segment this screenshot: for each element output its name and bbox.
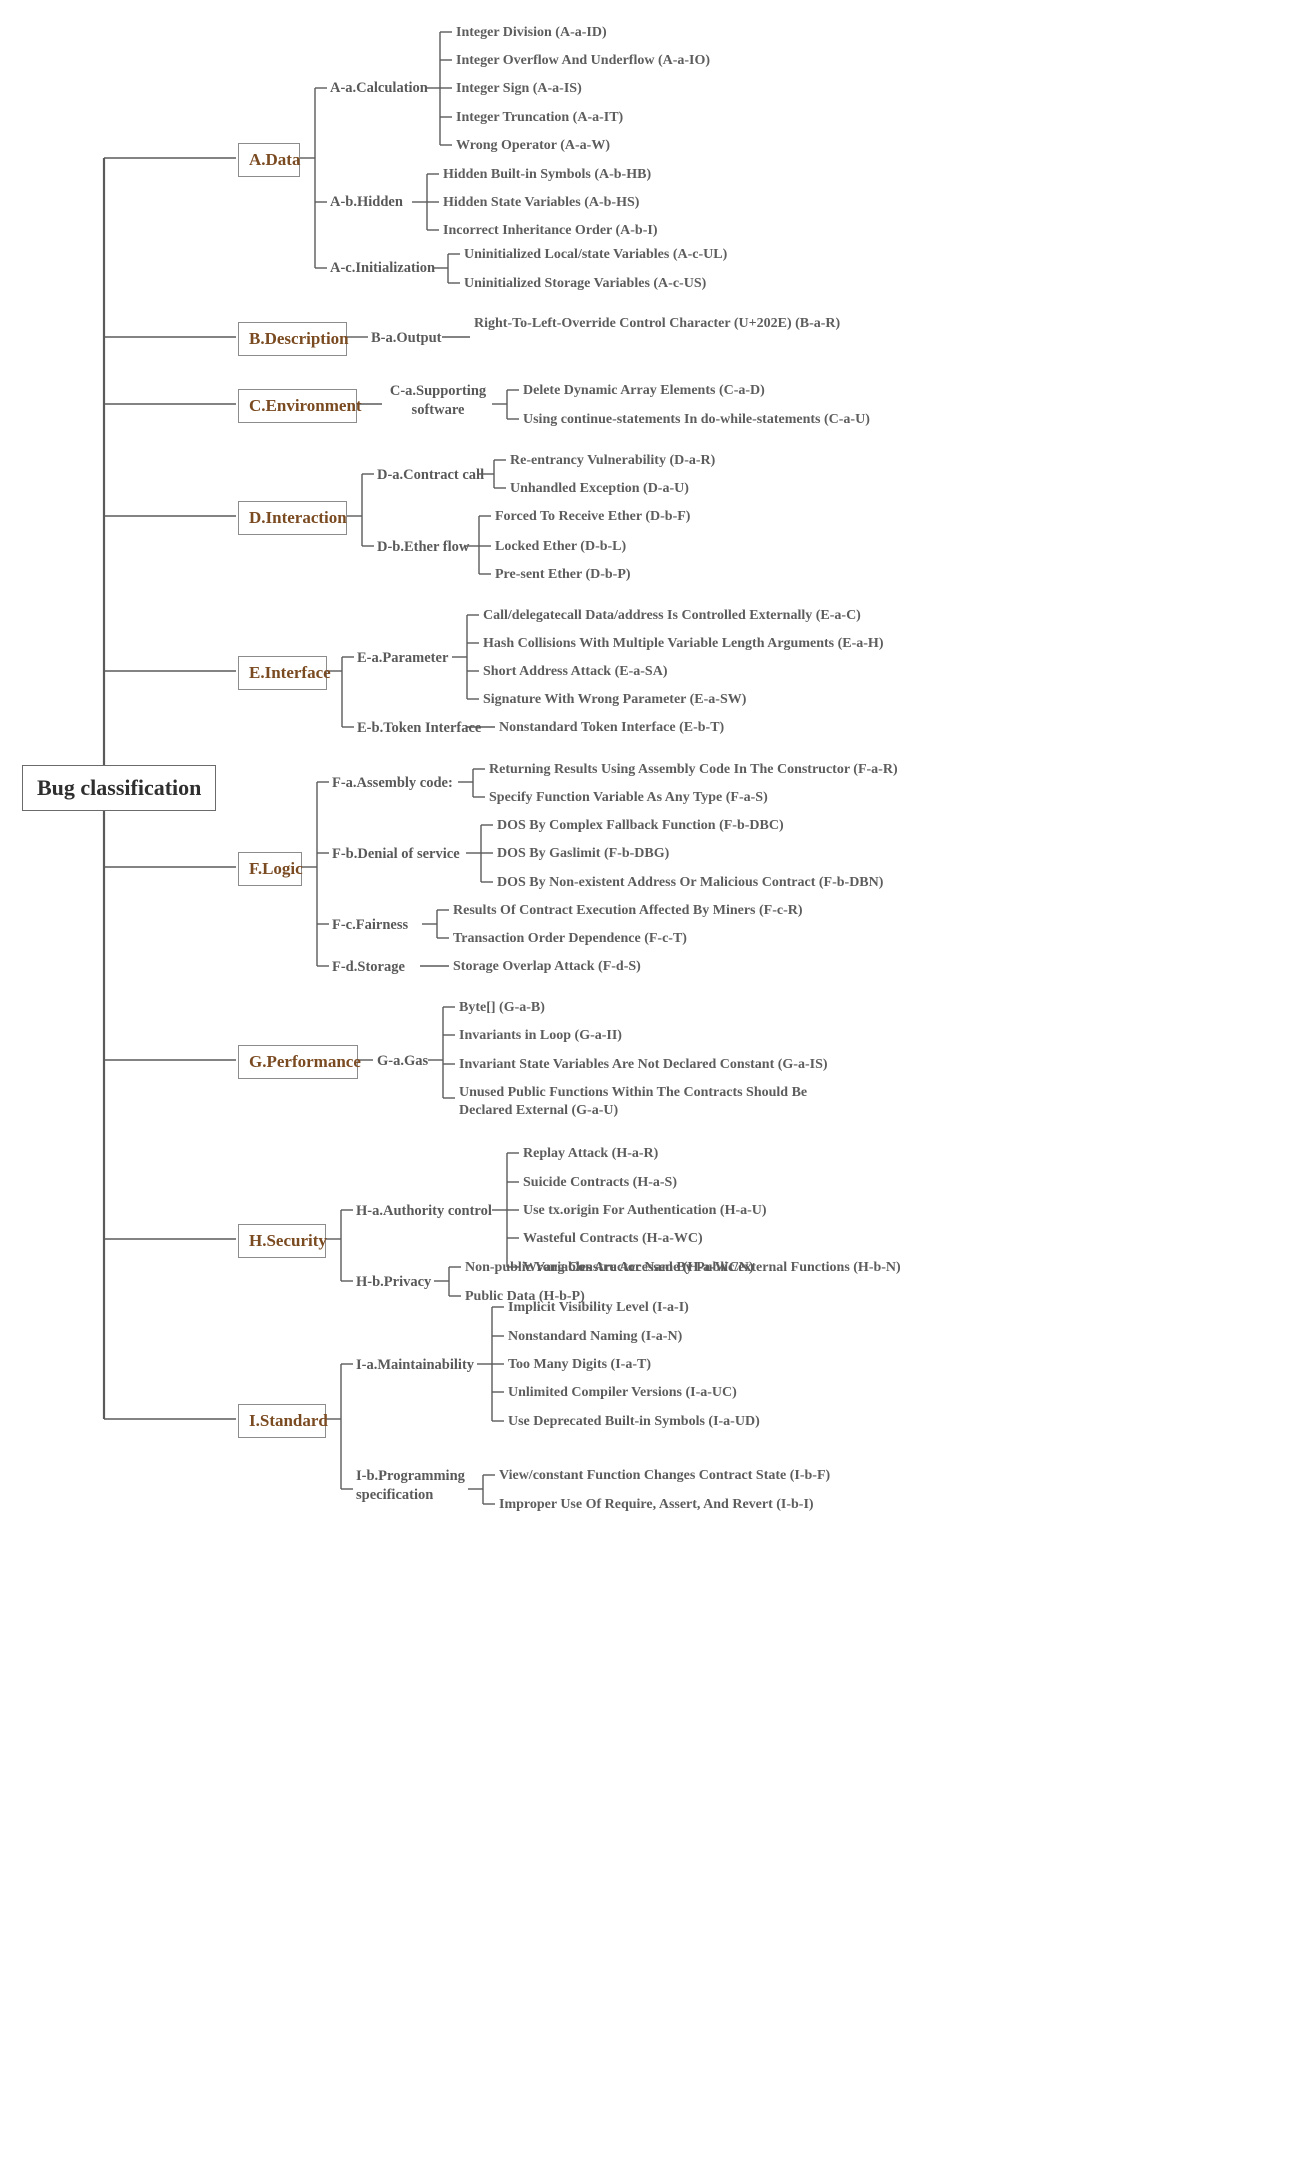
leaf-node[interactable]: Nonstandard Naming (I-a-N) [508, 1329, 683, 1344]
branch-node-f-logic[interactable]: F.Logic [238, 852, 303, 886]
branch-node-c-environment[interactable]: C.Environment [238, 389, 362, 423]
leaf-node[interactable]: DOS By Non-existent Address Or Malicious… [497, 875, 884, 890]
subbranch-g-a-gas[interactable]: G-a.Gas [377, 1053, 429, 1069]
branch-node-d-interaction[interactable]: D.Interaction [238, 501, 347, 535]
subbranch-i-b-programming-specification[interactable]: I-b.Programming specification [356, 1468, 465, 1503]
leaf-node[interactable]: Wrong Constructor Name (H-a-WCN) [523, 1260, 754, 1275]
subbranch-e-b-token-interface[interactable]: E-b.Token Interface [357, 720, 482, 736]
subbranch-d-b-ether-flow[interactable]: D-b.Ether flow [377, 539, 470, 555]
subbranch-a-b-hidden[interactable]: A-b.Hidden [330, 194, 403, 210]
leaf-node[interactable]: Invariant State Variables Are Not Declar… [459, 1057, 828, 1072]
leaf-node[interactable]: Unlimited Compiler Versions (I-a-UC) [508, 1385, 737, 1400]
leaf-node[interactable]: Results Of Contract Execution Affected B… [453, 903, 803, 918]
leaf-node[interactable]: Use Deprecated Built-in Symbols (I-a-UD) [508, 1414, 760, 1429]
leaf-node[interactable]: Uninitialized Storage Variables (A-c-US) [464, 276, 707, 291]
leaf-node[interactable]: Integer Overflow And Underflow (A-a-IO) [456, 53, 711, 68]
leaf-node[interactable]: Public Data (H-b-P) [465, 1289, 585, 1304]
leaf-node[interactable]: Pre-sent Ether (D-b-P) [495, 567, 631, 582]
leaf-node[interactable]: Specify Function Variable As Any Type (F… [489, 790, 768, 805]
leaf-node[interactable]: Uninitialized Local/state Variables (A-c… [464, 247, 728, 262]
leaf-node[interactable]: Wrong Operator (A-a-W) [456, 138, 610, 153]
leaf-node[interactable]: Signature With Wrong Parameter (E-a-SW) [483, 692, 747, 707]
branch-node-i-standard[interactable]: I.Standard [238, 1404, 328, 1438]
leaf-node[interactable]: Integer Sign (A-a-IS) [456, 81, 582, 96]
leaf-node[interactable]: Short Address Attack (E-a-SA) [483, 664, 668, 679]
leaf-node[interactable]: Unhandled Exception (D-a-U) [510, 481, 689, 496]
subbranch-f-b-denial-of-service[interactable]: F-b.Denial of service [332, 846, 460, 862]
branch-node-a-data[interactable]: A.Data [238, 143, 300, 177]
leaf-node[interactable]: Replay Attack (H-a-R) [523, 1146, 659, 1161]
branch-node-h-security[interactable]: H.Security [238, 1224, 327, 1258]
subbranch-f-c-fairness[interactable]: F-c.Fairness [332, 917, 409, 933]
leaf-node[interactable]: Too Many Digits (I-a-T) [508, 1357, 651, 1372]
subbranch-e-a-parameter[interactable]: E-a.Parameter [357, 650, 449, 666]
leaf-node[interactable]: Locked Ether (D-b-L) [495, 539, 627, 554]
leaf-node[interactable]: Using continue-statements In do-while-st… [523, 412, 870, 427]
leaf-node[interactable]: DOS By Gaslimit (F-b-DBG) [497, 846, 670, 861]
leaf-node[interactable]: Use tx.origin For Authentication (H-a-U) [523, 1203, 767, 1218]
branch-node-b-description[interactable]: B.Description [238, 322, 349, 356]
subbranch-a-a-calculation[interactable]: A-a.Calculation [330, 80, 428, 96]
leaf-node[interactable]: Implicit Visibility Level (I-a-I) [508, 1300, 689, 1315]
subbranch-c-a-supporting-software[interactable]: C-a.Supporting software [389, 383, 487, 418]
subbranch-f-a-assembly-code[interactable]: F-a.Assembly code: [332, 775, 453, 791]
subbranch-f-d-storage[interactable]: F-d.Storage [332, 959, 405, 975]
leaf-node[interactable]: Integer Truncation (A-a-IT) [456, 110, 624, 125]
leaf-node[interactable]: Unused Public Functions Within The Contr… [459, 1085, 808, 1119]
subbranch-h-a-authority-control[interactable]: H-a.Authority control [356, 1203, 492, 1219]
leaf-node[interactable]: Non-public Variables Are Accessed By Pub… [465, 1260, 901, 1275]
leaf-node[interactable]: Incorrect Inheritance Order (A-b-I) [443, 223, 658, 238]
subbranch-i-a-maintainability[interactable]: I-a.Maintainability [356, 1357, 475, 1373]
leaf-node[interactable]: Re-entrancy Vulnerability (D-a-R) [510, 453, 716, 468]
leaf-node[interactable]: Wasteful Contracts (H-a-WC) [523, 1231, 703, 1246]
leaf-node[interactable]: Improper Use Of Require, Assert, And Rev… [499, 1497, 814, 1512]
leaf-node[interactable]: Byte[] (G-a-B) [459, 1000, 545, 1015]
leaf-node[interactable]: Forced To Receive Ether (D-b-F) [495, 509, 691, 524]
root-node[interactable]: Bug classification [22, 765, 217, 812]
branch-node-g-performance[interactable]: G.Performance [238, 1045, 361, 1079]
leaf-node[interactable]: Transaction Order Dependence (F-c-T) [453, 931, 687, 946]
leaf-node[interactable]: View/constant Function Changes Contract … [499, 1468, 831, 1483]
leaf-node[interactable]: Call/delegatecall Data/address Is Contro… [483, 608, 861, 623]
leaf-node[interactable]: Hidden State Variables (A-b-HS) [443, 195, 640, 210]
leaf-node[interactable]: Integer Division (A-a-ID) [456, 25, 607, 40]
leaf-node[interactable]: Right-To-Left-Override Control Character… [474, 316, 841, 331]
branch-node-e-interface[interactable]: E.Interface [238, 656, 331, 690]
subbranch-b-a-output[interactable]: B-a.Output [371, 330, 442, 346]
leaf-node[interactable]: Storage Overlap Attack (F-d-S) [453, 959, 641, 974]
leaf-node[interactable]: Hash Collisions With Multiple Variable L… [483, 636, 884, 651]
leaf-node[interactable]: Hidden Built-in Symbols (A-b-HB) [443, 167, 652, 182]
leaf-node[interactable]: Invariants in Loop (G-a-II) [459, 1028, 622, 1043]
leaf-node[interactable]: Delete Dynamic Array Elements (C-a-D) [523, 383, 765, 398]
subbranch-a-c-initialization[interactable]: A-c.Initialization [330, 260, 436, 276]
leaf-node[interactable]: DOS By Complex Fallback Function (F-b-DB… [497, 818, 784, 833]
subbranch-d-a-contract-call[interactable]: D-a.Contract call [377, 467, 485, 483]
subbranch-h-b-privacy[interactable]: H-b.Privacy [356, 1274, 432, 1290]
leaf-node[interactable]: Returning Results Using Assembly Code In… [489, 762, 898, 777]
leaf-node[interactable]: Suicide Contracts (H-a-S) [523, 1175, 677, 1190]
leaf-node[interactable]: Nonstandard Token Interface (E-b-T) [499, 720, 725, 735]
